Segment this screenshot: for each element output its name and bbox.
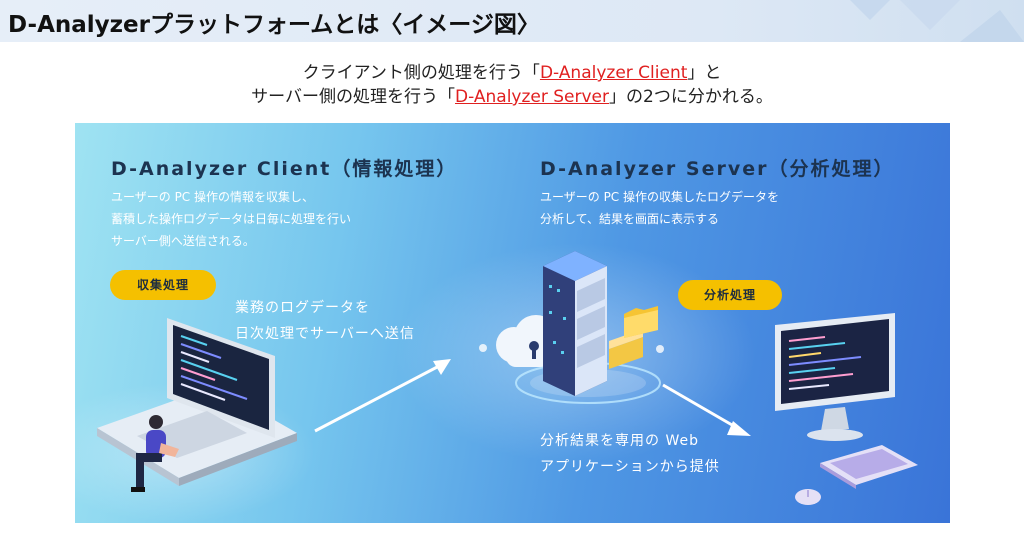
result-flow-line: 分析結果を専用の Web (540, 433, 699, 449)
analysis-process-badge: 分析処理 (678, 280, 782, 310)
client-desc-line: サーバー側へ送信される。 (111, 234, 255, 248)
client-description: ユーザーの PC 操作の情報を収集し、 蓄積した操作ログデータは日毎に処理を行い… (111, 186, 351, 252)
connector-dots (479, 344, 664, 353)
intro-line-2-before: サーバー側の処理を行う「 (251, 87, 456, 107)
intro-line-1-after: 」と (687, 63, 722, 83)
architecture-diagram: D-Analyzer Client（情報処理） ユーザーの PC 操作の情報を収… (75, 123, 950, 523)
server-heading: D-Analyzer Server（分析処理） (540, 158, 895, 180)
arrow-icon (314, 359, 451, 433)
folder-icon (624, 306, 658, 338)
keyboard-icon (820, 445, 918, 489)
server-icon (515, 251, 661, 404)
result-flow-text: 分析結果を専用の Web アプリケーションから提供 (540, 428, 720, 480)
server-description: ユーザーの PC 操作の収集したログデータを 分析して、結果を画面に表示する (540, 186, 779, 230)
intro-line-1: クライアント側の処理を行う「D-Analyzer Client」と (0, 58, 1024, 83)
intro-line-1-before: クライアント側の処理を行う「 (302, 63, 540, 83)
title-bar: D-Analyzerプラットフォームとは〈イメージ図〉 (0, 0, 1024, 42)
upload-flow-text: 業務のログデータを 日次処理でサーバーへ送信 (235, 295, 415, 347)
client-desc-line: ユーザーの PC 操作の情報を収集し、 (111, 190, 315, 204)
person-icon (131, 415, 179, 492)
page-title: D-Analyzerプラットフォームとは〈イメージ図〉 (8, 12, 540, 38)
arrow-icon (662, 383, 751, 436)
collect-process-badge: 収集処理 (110, 270, 216, 300)
server-link[interactable]: D-Analyzer Server (455, 87, 609, 107)
server-desc-line: 分析して、結果を画面に表示する (540, 212, 720, 226)
mouse-icon (795, 489, 821, 505)
client-heading: D-Analyzer Client（情報処理） (111, 158, 458, 180)
intro-line-2-after: 」の2つに分かれる。 (609, 87, 773, 107)
client-link[interactable]: D-Analyzer Client (539, 63, 688, 83)
client-desc-line: 蓄積した操作ログデータは日毎に処理を行い (111, 212, 352, 226)
upload-flow-line: 日次処理でサーバーへ送信 (235, 326, 415, 342)
server-desc-line: ユーザーの PC 操作の収集したログデータを (540, 190, 780, 204)
result-flow-line: アプリケーションから提供 (540, 459, 720, 475)
upload-flow-line: 業務のログデータを (235, 300, 370, 316)
intro-line-2: サーバー側の処理を行う「D-Analyzer Server」の2つに分かれる。 (0, 82, 1024, 107)
title-bar-decoration (850, 0, 1024, 42)
monitor-icon (775, 313, 895, 441)
flow-arrows (314, 359, 751, 436)
